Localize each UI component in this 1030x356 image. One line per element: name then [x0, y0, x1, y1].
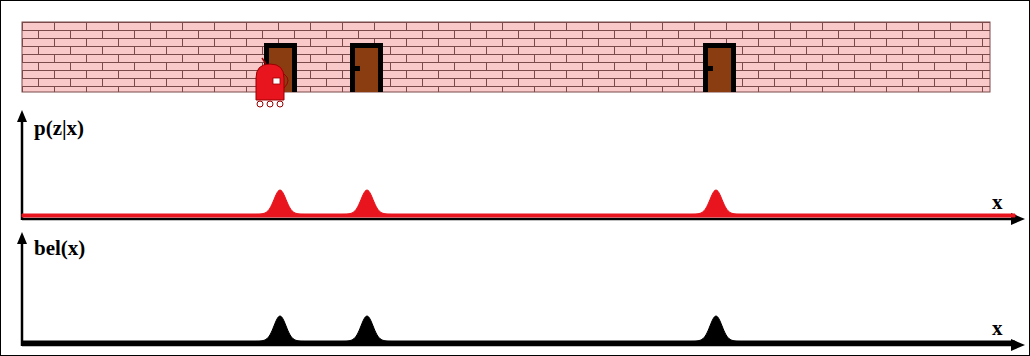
axes-top — [17, 110, 1025, 225]
door — [350, 43, 383, 92]
likelihood-curve — [22, 190, 1015, 217]
axis-label: x — [992, 192, 1003, 213]
axis-label: bel(x) — [34, 238, 85, 259]
axis-label: x — [992, 318, 1003, 339]
robot — [256, 58, 288, 107]
door — [703, 43, 736, 92]
axes-bottom — [17, 232, 1025, 351]
belief-curve — [22, 316, 1015, 344]
brick-wall — [22, 22, 990, 92]
axis-label: p(z|x) — [34, 118, 84, 139]
